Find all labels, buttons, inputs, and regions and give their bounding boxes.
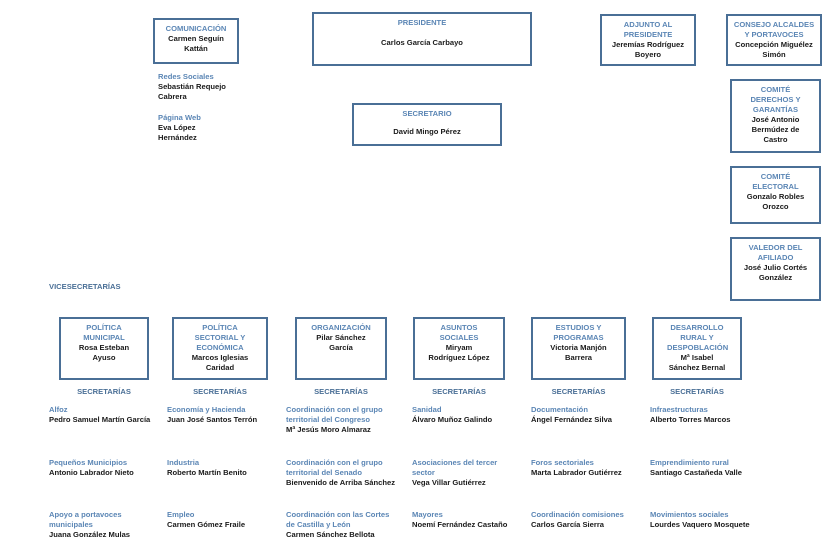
vice-title: ESTUDIOS Y PROGRAMAS: [553, 323, 604, 342]
vice-title: ASUNTOS SOCIALES: [439, 323, 479, 342]
secretarias-heading: SECRETARÍAS: [193, 387, 247, 396]
consejo-box: CONSEJO ALCALDES Y PORTAVOCES Concepción…: [726, 14, 822, 66]
vice-name: Rosa Esteban Ayuso: [78, 343, 130, 362]
secretaria-name: Mª Jesús Moro Almaraz: [286, 425, 371, 434]
secretaria-area: Coordinación con el grupo territorial de…: [286, 458, 383, 477]
secretaria-name: Álvaro Muñoz Galindo: [412, 415, 493, 424]
comite-electoral-title: COMITÉ ELECTORAL: [752, 172, 799, 191]
secretaria-name: Santiago Castañeda Valle: [650, 468, 743, 477]
secretaria-name: Noemí Fernández Castaño: [412, 520, 508, 529]
web-label: Página Web: [158, 113, 201, 122]
secretario-name: David Mingo Pérez: [393, 127, 461, 136]
secretaria-area: Foros sectoriales: [531, 458, 594, 467]
comite-electoral-name: Gonzalo Robles Orozco: [746, 192, 805, 211]
secretarias-heading: SECRETARÍAS: [551, 387, 606, 396]
secretaria-area: Asociaciones del tercer sector: [412, 458, 498, 477]
redes-name: Sebastián Requejo Cabrera: [158, 82, 226, 101]
comunicacion-title: COMUNICACIÓN: [165, 24, 227, 33]
secretaria-area: Movimientos sociales: [650, 510, 729, 519]
vicesecretarias-label: VICESECRETARÍAS: [49, 282, 121, 291]
secretaria-name: Bienvenido de Arriba Sánchez: [286, 478, 396, 487]
web-name: Eva López Hernández: [158, 123, 197, 142]
valedor-box: VALEDOR DEL AFILIADO José Julio Cortés G…: [730, 237, 821, 301]
valedor-name: José Julio Cortés González: [743, 263, 808, 282]
secretaria-area: Alfoz: [49, 405, 68, 414]
adjunto-title: ADJUNTO AL PRESIDENTE: [623, 20, 673, 39]
secretaria-name: Pedro Samuel Martín García: [49, 415, 151, 424]
redes-label: Redes Sociales: [158, 72, 214, 81]
consejo-title: CONSEJO ALCALDES Y PORTAVOCES: [733, 20, 815, 39]
presidente-title: PRESIDENTE: [397, 18, 447, 27]
secretaria-name: Ángel Fernández Silva: [531, 415, 613, 424]
vice-name: Miryam Rodríguez López: [428, 343, 490, 362]
comite-derechos-title: COMITÉ DERECHOS Y GARANTÍAS: [750, 85, 801, 114]
vice-name: Pilar Sánchez García: [316, 333, 366, 352]
secretaria-area: Coordinación con el grupo territorial de…: [286, 405, 383, 424]
secretaria-name: Marta Labrador Gutiérrez: [531, 468, 622, 477]
secretaria-area: Empleo: [167, 510, 195, 519]
secretaria-area: Emprendimiento rural: [650, 458, 729, 467]
comite-electoral-box: COMITÉ ELECTORAL Gonzalo Robles Orozco: [730, 166, 821, 224]
secretaria-name: Roberto Martín Benito: [167, 468, 247, 477]
consejo-name: Concepción Miguélez Simón: [735, 40, 813, 59]
secretarias-heading: SECRETARÍAS: [314, 387, 368, 396]
secretaria-area: Apoyo a portavoces municipales: [49, 510, 122, 529]
presidente-box: PRESIDENTE Carlos García Carbayo: [312, 12, 532, 66]
comunicacion-name: Carmen Seguín Kattán: [168, 34, 224, 53]
vice-title: ORGANIZACIÓN: [311, 323, 371, 332]
adjunto-box: ADJUNTO AL PRESIDENTE Jeremías Rodríguez…: [600, 14, 696, 66]
secretaria-name: Antonio Labrador Nieto: [49, 468, 134, 477]
secretaria-area: Industria: [167, 458, 200, 467]
secretaria-area: Mayores: [412, 510, 443, 519]
secretaria-area: Economía y Hacienda: [167, 405, 246, 414]
secretaria-name: Juan José Santos Terrón: [167, 415, 258, 424]
presidente-name: Carlos García Carbayo: [381, 38, 463, 47]
secretaria-area: Pequeños Municipios: [49, 458, 128, 467]
secretaria-area: Sanidad: [412, 405, 442, 414]
secretario-title: SECRETARIO: [402, 109, 452, 118]
comite-derechos-box: COMITÉ DERECHOS Y GARANTÍAS José Antonio…: [730, 79, 821, 153]
vice-title: DESARROLLO RURAL Y DESPOBLACIÓN: [667, 323, 729, 352]
vice-name: Mª Isabel Sánchez Bernal: [668, 353, 726, 372]
secretaria-area: Documentación: [531, 405, 588, 414]
vice-name: Victoria Manjón Barrera: [550, 343, 607, 362]
secretaria-name: Juana González Mulas: [49, 530, 131, 539]
secretaria-name: Alberto Torres Marcos: [650, 415, 731, 424]
secretaria-area: Infraestructuras: [650, 405, 708, 414]
vice-title: POLÍTICA SECTORIAL Y ECONÓMICA: [194, 323, 246, 352]
vice-title: POLÍTICA MUNICIPAL: [83, 323, 125, 342]
secretaria-name: Vega Villar Gutiérrez: [412, 478, 486, 487]
secretaria-name: Carmen Sánchez Bellota: [286, 530, 375, 539]
valedor-title: VALEDOR DEL AFILIADO: [748, 243, 803, 262]
secretaria-name: Carlos García Sierra: [531, 520, 605, 529]
secretaria-name: Lourdes Vaquero Mosquete: [650, 520, 750, 529]
comite-derechos-name: José Antonio Bermúdez de Castro: [751, 115, 800, 144]
vice-name: Marcos Iglesias Caridad: [191, 353, 249, 372]
adjunto-name: Jeremías Rodríguez Boyero: [611, 40, 685, 59]
secretarias-heading: SECRETARÍAS: [77, 387, 131, 396]
secretarias-heading: SECRETARÍAS: [432, 387, 486, 396]
secretarias-heading: SECRETARÍAS: [670, 387, 724, 396]
secretaria-name: Carmen Gómez Fraile: [167, 520, 246, 529]
secretaria-area: Coordinación comisiones: [531, 510, 624, 519]
comunicacion-box: COMUNICACIÓN Carmen Seguín Kattán: [153, 18, 239, 64]
secretaria-area: Coordinación con las Cortes de Castilla …: [286, 510, 390, 529]
secretario-box: SECRETARIO David Mingo Pérez: [352, 103, 502, 146]
